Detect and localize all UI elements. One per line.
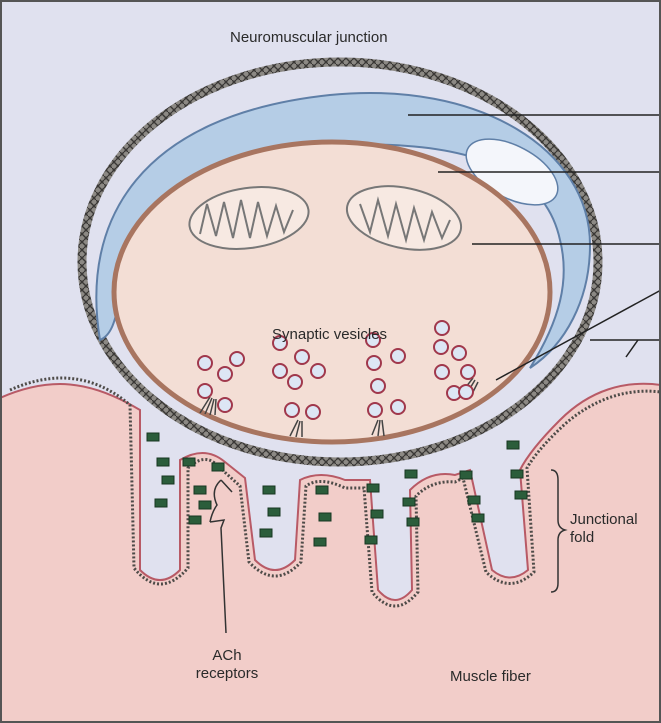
junctional-fold-line-1: Junctional <box>570 511 638 528</box>
junctional-fold-bracket <box>550 469 568 593</box>
receptor-icon <box>146 432 528 547</box>
ach-receptors-line-2: receptors <box>195 665 259 682</box>
synaptic-vesicles-label: Synaptic vesicles <box>272 326 388 343</box>
nerve-terminal <box>111 139 553 445</box>
mitochondrion-icon <box>345 185 463 251</box>
mitochondrion-icon <box>188 186 310 250</box>
junctional-fold-line-2: fold <box>570 529 595 546</box>
leader-lines <box>408 114 661 381</box>
ach-receptors-line-1: ACh <box>212 647 242 664</box>
muscle-fiber <box>0 382 661 723</box>
muscle-fiber-label: Muscle fiber <box>450 668 531 685</box>
basal-lamina-outer <box>77 57 603 467</box>
junctional-fold-label: Junctional fold <box>570 511 638 547</box>
basal-lamina-folds <box>9 376 661 608</box>
ach-receptors-brace <box>209 479 233 634</box>
ach-receptors-label: ACh receptors <box>196 647 259 683</box>
vesicle-icon <box>197 320 476 420</box>
diagram-title: Neuromuscular junction <box>230 29 388 46</box>
